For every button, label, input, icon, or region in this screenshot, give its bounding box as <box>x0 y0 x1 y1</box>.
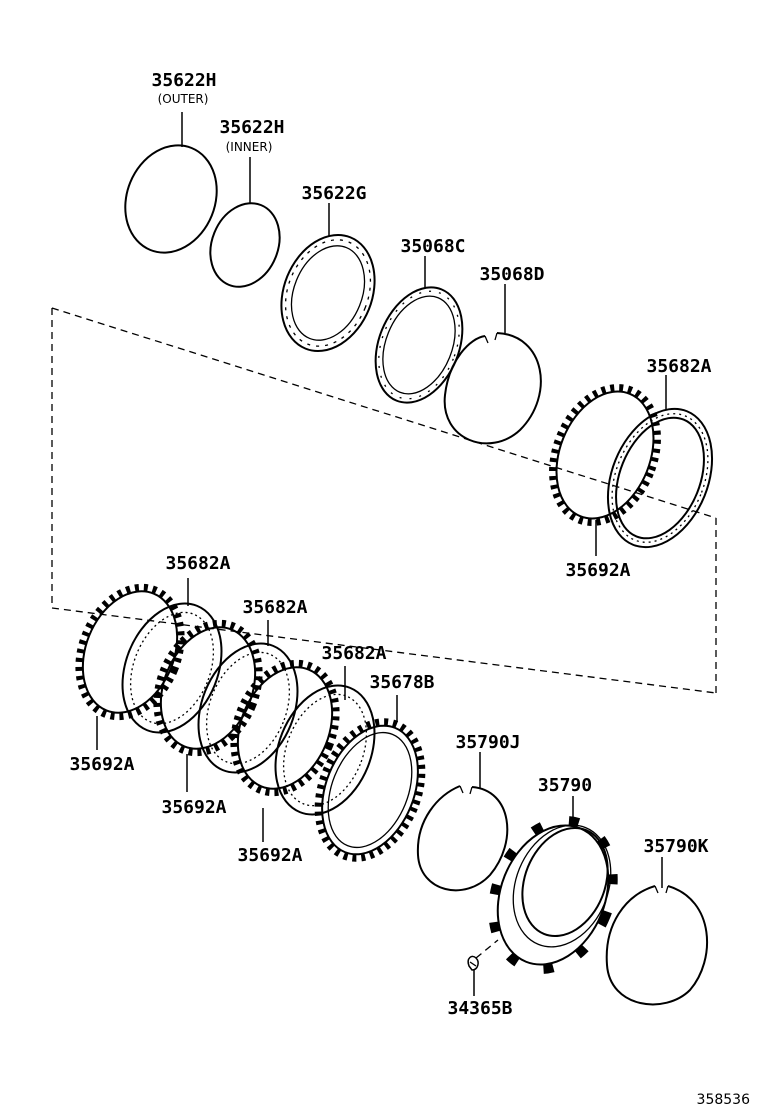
label-35622h-outer: 35622H <box>151 70 216 91</box>
clutch-disc-35692a-3 <box>230 659 340 797</box>
clutch-disc-35692a-right <box>549 384 661 526</box>
o-ring-35622h-outer <box>124 144 218 254</box>
clutch-plate-35682a-3 <box>274 684 376 816</box>
clutch-plate-35682a-2 <box>197 642 299 774</box>
label-35068c: 35068C <box>400 236 465 257</box>
o-ring-35622h-inner <box>209 202 281 288</box>
label-35692a-2: 35692A <box>161 797 226 818</box>
label-35682a-2: 35682A <box>242 597 307 618</box>
label-35790k: 35790K <box>643 836 708 857</box>
ball-position-dashed <box>475 939 499 959</box>
label-inner-note: (INNER) <box>226 140 273 154</box>
label-35682a-1: 35682A <box>165 553 230 574</box>
clutch-plate-35682a-right <box>606 407 714 549</box>
clutch-disc-35692a-1 <box>75 583 185 721</box>
label-35622h-inner: 35622H <box>219 117 284 138</box>
snap-ring-35068d <box>443 332 542 445</box>
label-35790j: 35790J <box>455 732 520 753</box>
clutch-plate-35682a-1 <box>121 602 223 734</box>
label-35682a-3: 35682A <box>321 643 386 664</box>
assembly-boundary-dashed <box>51 307 717 694</box>
label-35622g: 35622G <box>301 183 366 204</box>
clutch-disc-35692a-2 <box>153 619 263 757</box>
spring-retainer-35068c <box>374 286 464 404</box>
clutch-hub-35790 <box>488 815 618 975</box>
snap-ring-35790k <box>605 885 708 1006</box>
flange-35678b <box>314 718 426 862</box>
label-35692a-3: 35692A <box>237 845 302 866</box>
label-35682a-right: 35682A <box>646 356 711 377</box>
piston-35622g <box>280 233 376 353</box>
diagram-reference-number: 358536 <box>697 1092 751 1108</box>
label-35692a-right: 35692A <box>565 560 630 581</box>
label-35678b: 35678B <box>369 672 434 693</box>
label-outer-note: (OUTER) <box>158 92 209 106</box>
label-35068d: 35068D <box>479 264 544 285</box>
snap-ring-35790j <box>416 785 509 892</box>
label-34365b: 34365B <box>447 998 512 1019</box>
check-ball-34365b <box>467 955 479 971</box>
label-35790: 35790 <box>538 775 592 796</box>
label-35692a-1: 35692A <box>69 754 134 775</box>
